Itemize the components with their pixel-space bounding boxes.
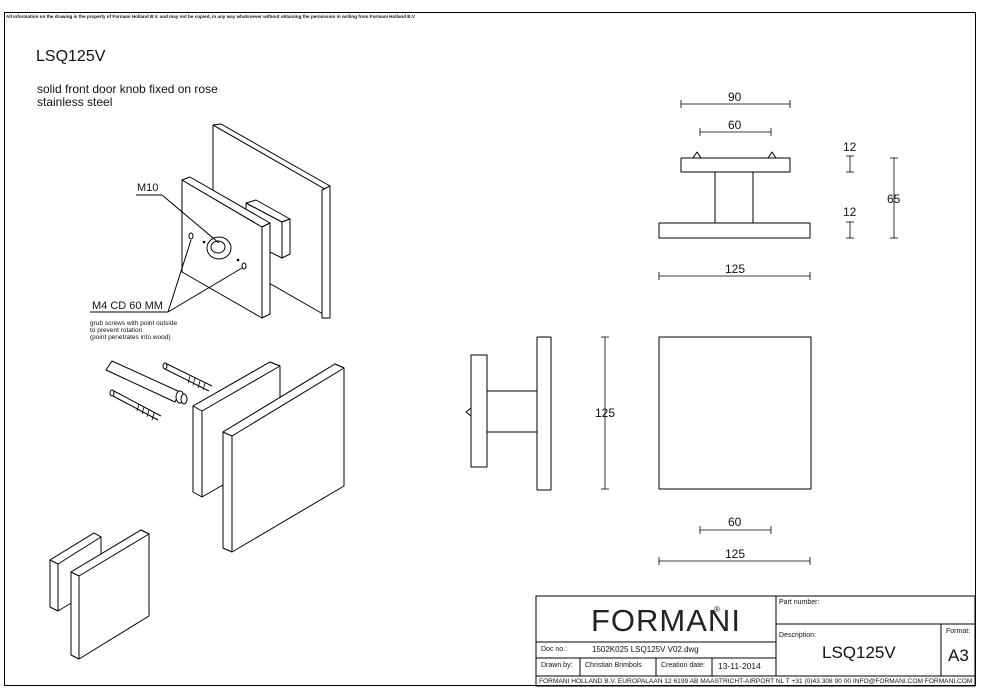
drawing-frame	[4, 12, 976, 686]
iso-screws	[105, 360, 213, 421]
title-block-grid	[535, 595, 976, 687]
drawn-by-value: Christian Brimbols	[585, 662, 642, 669]
doc-no-value: 1502K025 LSQ125V V02.dwg	[592, 645, 699, 654]
creation-date-value: 13-11-2014	[718, 661, 761, 671]
dimension-lines	[601, 100, 898, 565]
m10-thread-label: M10	[137, 182, 159, 194]
dim-125-front: 125	[725, 547, 746, 561]
registered-mark: ®	[714, 605, 720, 614]
product-description: solid front door knob fixed on rose	[37, 82, 218, 96]
description-label: Description:	[779, 632, 816, 639]
grub-note-2: to prevent rotation	[90, 327, 143, 334]
dim-125-top: 125	[725, 262, 746, 276]
iso-exploded-knob	[222, 363, 345, 553]
leader-lines	[90, 194, 243, 313]
drawn-by-label: Drawn by:	[541, 662, 573, 669]
dim-12-upper: 12	[843, 140, 857, 154]
grub-note-1: grub screws with point outside	[90, 320, 178, 327]
part-number-label: Part number:	[779, 599, 820, 606]
copyright-notice: All information on the drawing is the pr…	[6, 14, 415, 19]
creation-date-label: Creation date:	[661, 662, 705, 669]
grub-note-3: (point penetrates into wood)	[90, 334, 171, 341]
product-material: stainless steel	[37, 95, 113, 109]
dim-90: 90	[728, 90, 742, 104]
dim-60-top: 60	[728, 118, 742, 132]
dim-65: 65	[887, 192, 901, 206]
front-view	[658, 336, 812, 490]
screw-spec-label: M4 CD 60 MM	[92, 300, 163, 312]
dim-60-front: 60	[728, 515, 742, 529]
format-value: A3	[948, 646, 969, 665]
product-code: LSQ125V	[36, 48, 106, 65]
dim-125-side: 125	[595, 406, 616, 420]
formani-logo: FORMANI	[591, 603, 741, 638]
doc-no-label: Doc no.:	[541, 646, 568, 653]
dim-12-lower: 12	[843, 205, 857, 219]
iso-small-knob	[49, 529, 150, 660]
side-view	[465, 336, 552, 491]
top-view	[658, 151, 811, 239]
iso-front-rose	[181, 176, 271, 319]
company-footer: FORMANI HOLLAND B.V. EUROPALAAN 12 6199 …	[539, 678, 973, 685]
description-value: LSQ125V	[822, 643, 896, 662]
format-label: Format:	[946, 628, 971, 635]
